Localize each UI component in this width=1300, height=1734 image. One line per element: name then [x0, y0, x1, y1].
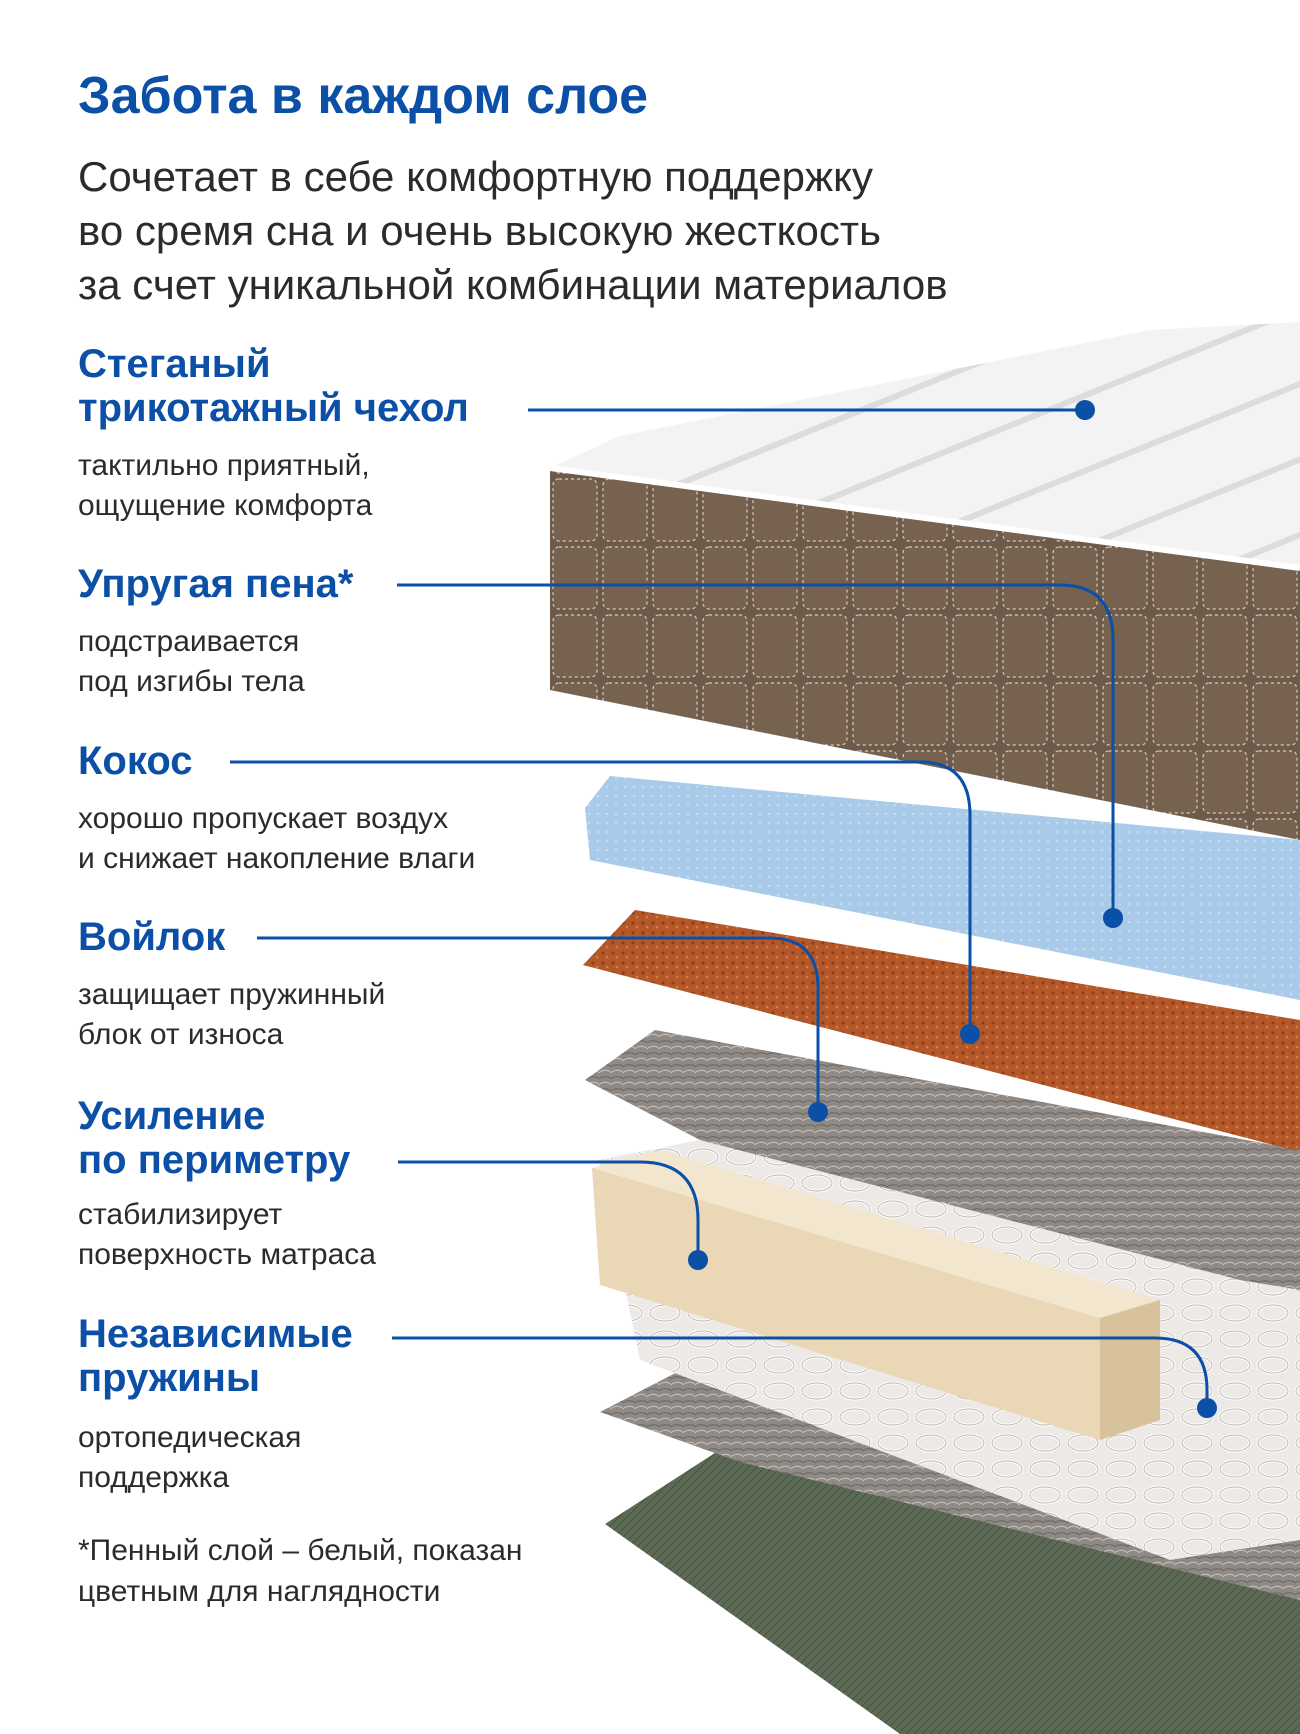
layer-desc-springs: ортопедическая поддержка — [78, 1421, 302, 1494]
layer-title-springs: Независимые пружины — [78, 1312, 353, 1400]
foam-layer — [585, 808, 1300, 1000]
coconut-layer — [583, 910, 1300, 1150]
subtitle-line: за счет уникальной комбинации материалов — [78, 261, 948, 308]
mattress-cover-top — [550, 322, 1300, 568]
layer-title-perimeter: Усиление по периметру — [78, 1094, 351, 1182]
base-mesh-layer — [605, 1440, 1300, 1734]
layer-desc-perimeter: стабилизирует поверхность матраса — [78, 1198, 376, 1271]
layer-title-cover: Стеганый трикотажный чехол — [78, 342, 469, 430]
layer-title-coconut: Кокос — [78, 739, 193, 783]
layer-desc-felt: защищает пружинный блок от износа — [78, 978, 386, 1051]
footnote: *Пенный слой – белый, показан цветным дл… — [78, 1534, 523, 1608]
page-title: Забота в каждом слое — [78, 67, 649, 125]
layer-desc-coconut: хорошо пропускает воздух и снижает накоп… — [78, 802, 476, 875]
subtitle-line: Сочетает в себе комфортную поддержку — [78, 153, 873, 200]
layer-desc-foam: подстраивается под изгибы тела — [78, 625, 305, 698]
perimeter-foam-end — [1100, 1300, 1160, 1440]
callout-lines — [230, 408, 1209, 1408]
layer-title-felt: Войлок — [78, 915, 226, 959]
page-subtitle: Сочетает в себе комфортную поддержку во … — [78, 150, 1058, 312]
subtitle-line: во сремя сна и очень высокую жесткость — [78, 207, 882, 254]
callout-dots — [688, 400, 1217, 1418]
perimeter-foam-front — [592, 1168, 1100, 1440]
layer-title-foam: Упругая пена* — [78, 562, 354, 606]
upper-felt-layer — [585, 1030, 1300, 1290]
layer-desc-cover: тактильно приятный, ощущение комфорта — [78, 449, 373, 522]
perimeter-foam-top — [592, 1150, 1160, 1318]
